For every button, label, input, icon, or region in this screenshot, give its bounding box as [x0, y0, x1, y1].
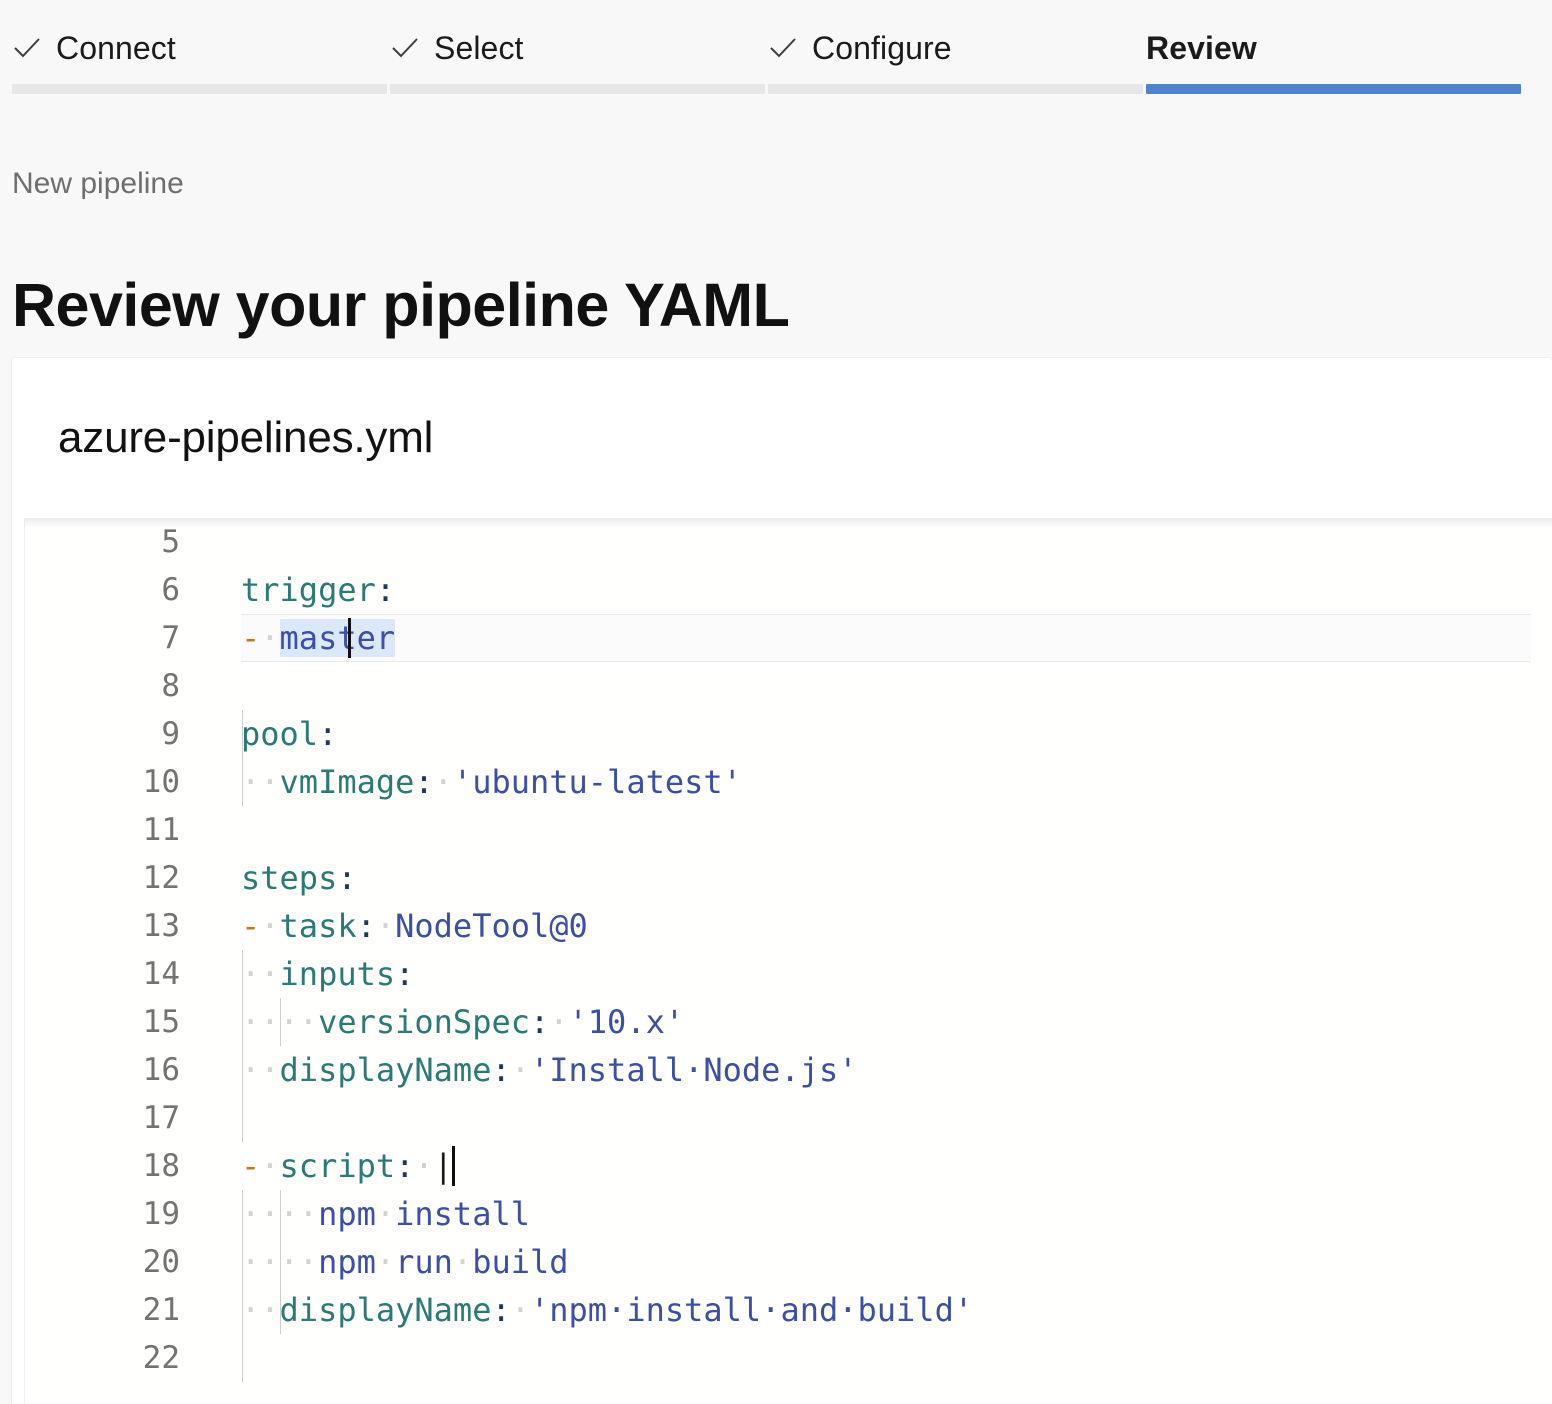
tab-review[interactable]: Review	[1146, 0, 1521, 104]
line-number: 11	[142, 812, 180, 848]
line-content: ··displayName:·'Install·Node.js'	[241, 1051, 858, 1089]
code-line[interactable]: 22	[25, 1334, 1552, 1382]
indent-guide	[242, 950, 243, 1142]
code-line[interactable]: 10 ··vmImage:·'ubuntu-latest'	[25, 758, 1552, 806]
code-line[interactable]: 16 ··displayName:·'Install·Node.js'	[25, 1046, 1552, 1094]
line-content: ····npm·install	[241, 1195, 530, 1233]
breadcrumb: New pipeline	[12, 167, 184, 200]
line-number: 16	[142, 1052, 180, 1088]
code-line[interactable]: 17	[25, 1094, 1552, 1142]
code-line[interactable]: 18 -·script:·|	[25, 1142, 1552, 1190]
line-number: 6	[161, 572, 180, 608]
code-line[interactable]: 21 ··displayName:·'npm·install·and·build…	[25, 1286, 1552, 1334]
page-title: Review your pipeline YAML	[12, 270, 790, 339]
line-number: 18	[142, 1148, 180, 1184]
code-line-current[interactable]: 7 -·master	[25, 614, 1552, 662]
tab-connect[interactable]: Connect	[12, 0, 387, 104]
code-surface[interactable]: 5 6 trigger: 7 -·master 8 9 p	[25, 518, 1552, 1404]
file-name: azure-pipelines.yml	[58, 413, 434, 462]
tab-indicator	[390, 84, 765, 94]
tab-label: Connect	[56, 30, 176, 66]
tab-label: Review	[1146, 30, 1257, 66]
line-content: -·script:·|	[241, 1147, 453, 1185]
line-content: ····npm·run·build	[241, 1243, 569, 1281]
text-cursor	[348, 618, 351, 658]
code-line[interactable]: 14 ··inputs:	[25, 950, 1552, 998]
line-number: 21	[142, 1292, 180, 1328]
line-number: 15	[142, 1004, 180, 1040]
indent-guide	[242, 1190, 243, 1382]
check-icon	[390, 33, 420, 63]
yaml-file-card: azure-pipelines.yml 5 6 trigger:	[12, 358, 1552, 1404]
code-line[interactable]: 5	[25, 518, 1552, 566]
line-content: ··vmImage:·'ubuntu-latest'	[241, 763, 742, 801]
tab-label: Configure	[812, 30, 952, 66]
line-number: 20	[142, 1244, 180, 1280]
code-line[interactable]: 19 ····npm·install	[25, 1190, 1552, 1238]
check-icon	[12, 33, 42, 63]
line-content: ··inputs:	[241, 955, 415, 993]
line-number: 13	[142, 908, 180, 944]
line-content: pool:	[241, 715, 338, 753]
line-number: 5	[161, 524, 180, 560]
line-number: 17	[142, 1100, 180, 1136]
indent-guide	[280, 998, 281, 1046]
line-content: -·master	[241, 619, 396, 657]
line-number: 10	[142, 764, 180, 800]
line-content: trigger:	[241, 571, 396, 609]
line-content: ··displayName:·'npm·install·and·build'	[241, 1291, 974, 1329]
code-line[interactable]: 11	[25, 806, 1552, 854]
wizard-step-bar: Connect Select Configure	[0, 0, 1552, 104]
file-card-header: azure-pipelines.yml	[12, 358, 1552, 518]
tab-indicator	[12, 84, 387, 94]
selected-text: master	[279, 619, 396, 657]
code-line[interactable]: 8	[25, 662, 1552, 710]
line-content: steps:	[241, 859, 357, 897]
tab-select[interactable]: Select	[390, 0, 765, 104]
line-number: 14	[142, 956, 180, 992]
check-icon	[768, 33, 798, 63]
code-line[interactable]: 15 ····versionSpec:·'10.x'	[25, 998, 1552, 1046]
tab-indicator	[768, 84, 1143, 94]
line-number: 7	[161, 620, 180, 656]
line-content: -·task:·NodeTool@0	[241, 907, 588, 945]
text-cursor-secondary	[452, 1146, 455, 1186]
line-number: 19	[142, 1196, 180, 1232]
indent-guide	[242, 710, 243, 806]
line-number: 22	[142, 1340, 180, 1376]
line-content: ····versionSpec:·'10.x'	[241, 1003, 685, 1041]
code-line[interactable]: 9 pool:	[25, 710, 1552, 758]
page-header: New pipeline Review your pipeline YAML	[0, 104, 1552, 356]
current-line-highlight	[241, 614, 1531, 662]
code-line[interactable]: 20 ····npm·run·build	[25, 1238, 1552, 1286]
tab-label: Select	[434, 30, 524, 66]
line-number: 9	[161, 716, 180, 752]
yaml-code-editor[interactable]: 5 6 trigger: 7 -·master 8 9 p	[24, 518, 1552, 1404]
line-number: 12	[142, 860, 180, 896]
tab-indicator-active	[1146, 84, 1521, 94]
code-line[interactable]: 12 steps:	[25, 854, 1552, 902]
line-number: 8	[161, 668, 180, 704]
code-line[interactable]: 13 -·task:·NodeTool@0	[25, 902, 1552, 950]
code-line[interactable]: 6 trigger:	[25, 566, 1552, 614]
indent-guide	[280, 1190, 281, 1334]
wizard-tabs: Connect Select Configure	[12, 0, 1521, 104]
tab-configure[interactable]: Configure	[768, 0, 1143, 104]
